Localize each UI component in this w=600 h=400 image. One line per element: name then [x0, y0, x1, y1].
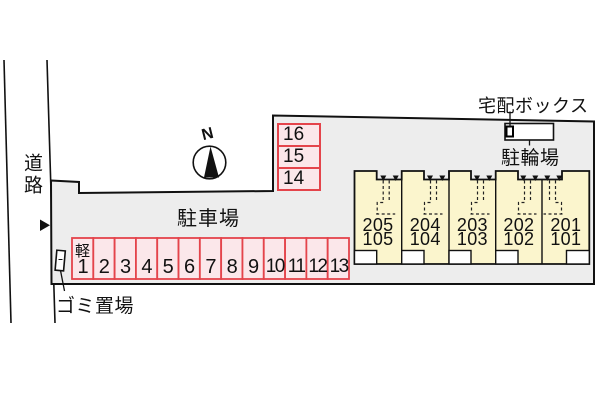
unit-upper-201: 201 — [550, 215, 582, 235]
parking-lot-label: 駐車場 — [177, 208, 240, 230]
porch-unit-103 — [448, 249, 472, 265]
parking-space-1: 1 — [77, 256, 89, 278]
parking-space-15: 15 — [283, 146, 305, 167]
parking-space-4: 4 — [141, 256, 153, 278]
unit-lower-101: 101 — [550, 228, 582, 249]
kei-car-label: 軽 — [74, 243, 90, 260]
parking-space-13: 13 — [329, 256, 350, 277]
bicycle-parking-label: 駐輪場 — [501, 148, 560, 169]
unit-upper-204: 204 — [409, 215, 441, 235]
porch-unit-101 — [565, 249, 590, 265]
parking-column-spaces — [277, 123, 321, 191]
parking-space-2: 2 — [98, 256, 110, 278]
parking-space-12: 12 — [308, 256, 328, 277]
unit-label-205-105: 205 105 — [355, 215, 402, 249]
parking-space-5: 5 — [162, 256, 174, 278]
compass-needle-icon — [204, 146, 219, 178]
road-entrance-arrow-icon — [40, 219, 50, 231]
unit-lower-102: 102 — [503, 228, 535, 249]
stair-symbols — [376, 180, 563, 215]
parking-space-14: 14 — [283, 168, 305, 189]
parking-space-9: 9 — [247, 256, 260, 278]
unit-upper-203: 203 — [456, 215, 488, 235]
parking-row-spaces — [71, 237, 350, 280]
parking-space-10: 10 — [265, 256, 286, 277]
garbage-area-label: ゴミ置場 — [56, 296, 135, 317]
unit-upper-202: 202 — [503, 215, 535, 235]
unit-label-202-102: 202 102 — [495, 215, 542, 249]
entry-arrow-icons — [380, 175, 563, 181]
parking-space-16: 16 — [283, 124, 305, 145]
parking-space-3: 3 — [120, 256, 132, 278]
parking-space-8: 8 — [226, 256, 238, 278]
delivery-box-label: 宅配ボックス — [478, 96, 589, 116]
porch-unit-105 — [353, 249, 378, 265]
garbage-leader-line — [59, 270, 66, 292]
unit-lower-104: 104 — [409, 228, 441, 249]
parking-space-6: 6 — [183, 256, 196, 278]
unit-label-204-104: 204 104 — [402, 215, 449, 249]
unit-upper-205: 205 — [362, 215, 394, 235]
parking-space-11: 11 — [287, 256, 306, 277]
unit-divider-walls — [401, 171, 543, 264]
delivery-box — [505, 125, 514, 138]
road-left-edge-line — [3, 59, 12, 324]
porch-unit-102 — [495, 249, 519, 265]
parking-space-7: 7 — [205, 256, 217, 278]
garbage-box — [54, 249, 67, 272]
porch-unit-104 — [401, 249, 425, 265]
road-label: 道路 — [21, 153, 42, 197]
unit-label-203-103: 203 103 — [449, 215, 496, 249]
unit-lower-105: 105 — [362, 228, 394, 249]
unit-lower-103: 103 — [456, 228, 488, 249]
unit-label-201-101: 201 101 — [542, 215, 589, 249]
